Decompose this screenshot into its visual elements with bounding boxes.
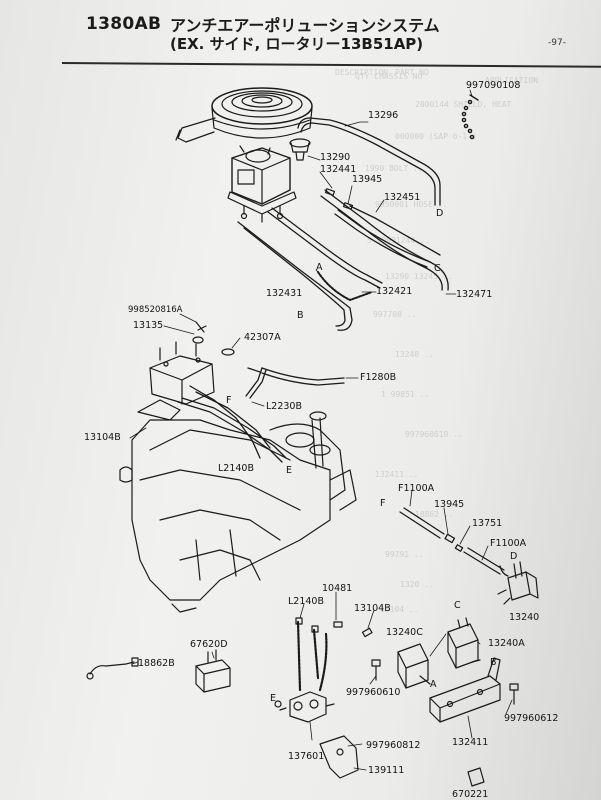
ghost-header-description: DESCRIPTION bbox=[335, 68, 388, 77]
part-label-13945-lower: 13945 bbox=[434, 499, 465, 510]
part-label-997960612: 997960612 bbox=[504, 713, 559, 724]
bracket-132411-drawing bbox=[429, 657, 501, 723]
letter-label-e: E bbox=[286, 465, 293, 476]
ghost-row: 000000 (SAP 6-1-) bbox=[395, 132, 477, 141]
part-label-997090108: 997090108 bbox=[466, 80, 521, 91]
letter-label-f: F bbox=[226, 395, 232, 406]
page-title: アンチエアーポリューションシステム bbox=[170, 16, 440, 35]
sensor-18862b-drawing bbox=[86, 657, 139, 680]
ghost-row: 997960610 .. bbox=[405, 430, 463, 439]
part-label-67620d: 67620D bbox=[190, 639, 228, 650]
letter-label-c: C bbox=[434, 263, 441, 274]
ghost-row: 13240 .. bbox=[395, 350, 434, 359]
ghost-row: 99791 .. bbox=[385, 550, 424, 559]
ghost-row: 1990 BOLT .. bbox=[365, 164, 423, 173]
part-label-13104b-upper: 13104B bbox=[84, 432, 121, 443]
part-label-132431: 132431 bbox=[266, 288, 303, 299]
hose-f1280b-drawing bbox=[247, 367, 345, 386]
part-label-l2140b-lower: L2140B bbox=[288, 596, 324, 607]
part-label-18862b: 18862B bbox=[138, 658, 175, 669]
bead-chain-drawing bbox=[461, 94, 479, 140]
part-label-998520816a: 998520816A bbox=[128, 305, 183, 315]
ghost-row: 13104 .. bbox=[380, 605, 419, 614]
part-label-13296: 13296 bbox=[368, 110, 399, 121]
part-label-13104b-lower: 13104B bbox=[354, 603, 391, 614]
part-label-13240: 13240 bbox=[509, 612, 540, 623]
part-label-13240a: 13240A bbox=[488, 638, 525, 649]
letter-label-a: A bbox=[316, 262, 323, 273]
hose-ends-drawing bbox=[295, 617, 373, 638]
part-label-132451: 132451 bbox=[384, 192, 421, 203]
engine-block-drawing bbox=[119, 341, 357, 613]
group-code: 1380AB bbox=[86, 14, 162, 34]
small-fasteners-drawing bbox=[192, 188, 354, 356]
ghost-header-qty: QTY CHASSIS NO bbox=[355, 72, 423, 81]
part-label-997960812: 997960812 bbox=[366, 740, 421, 751]
pipe-f1100a-drawing bbox=[399, 507, 509, 577]
page-number: -97- bbox=[548, 38, 566, 48]
pipe-132471-drawing bbox=[320, 189, 449, 291]
part-13290-drawing bbox=[289, 138, 311, 161]
part-label-139111: 139111 bbox=[368, 765, 405, 776]
ghost-row: 1 99851 .. bbox=[381, 390, 430, 399]
ghost-row: 2000144 SHIELD, HEAT bbox=[415, 100, 512, 109]
part-label-13945-upper: 13945 bbox=[352, 174, 383, 185]
solenoid-13240-drawing bbox=[497, 561, 539, 605]
bracket-139111-drawing bbox=[319, 735, 359, 779]
part-label-13240c: 13240C bbox=[386, 627, 423, 638]
valve-137601-drawing bbox=[274, 681, 335, 723]
letter-label-f-right: F bbox=[380, 498, 386, 509]
letter-label-b-right: B bbox=[490, 657, 497, 668]
ghost-row: 18862 .. bbox=[415, 510, 454, 519]
part-label-f1280b: F1280B bbox=[360, 372, 397, 383]
part-label-10481: 10481 bbox=[322, 583, 353, 594]
ghost-row: 1320 .. bbox=[400, 580, 434, 589]
part-label-670221: 670221 bbox=[452, 789, 489, 800]
bleed-through-parts-table: PART NO DESCRIPTION QTY CHASSIS NO APPLI… bbox=[335, 60, 601, 620]
part-label-137601: 137601 bbox=[288, 751, 325, 762]
ghost-row: 5 99931244 .. bbox=[367, 236, 430, 245]
part-label-f1100a-lower: F1100A bbox=[490, 538, 527, 549]
ghost-row: 132411 .. bbox=[375, 470, 419, 479]
part-label-132471: 132471 bbox=[456, 289, 493, 300]
clip-bottom-drawing bbox=[467, 767, 485, 787]
relay-67620d-drawing bbox=[195, 649, 231, 693]
page-subtitle: (EX. サイド, ロータリー13B51AP) bbox=[170, 35, 424, 53]
air-pump-drawing bbox=[227, 147, 297, 223]
ghost-row: 13290 13245 .. bbox=[385, 272, 453, 281]
bolt-997960610-drawing bbox=[371, 659, 381, 681]
ghost-header-part-no: PART NO bbox=[395, 68, 429, 77]
part-label-997960610: 997960610 bbox=[346, 687, 401, 698]
part-label-13135: 13135 bbox=[133, 320, 164, 331]
part-label-l2230b: L2230B bbox=[266, 401, 302, 412]
part-label-132421: 132421 bbox=[376, 286, 413, 297]
ghost-row: 9950001 HOSE .. bbox=[375, 200, 448, 209]
part-label-132411: 132411 bbox=[452, 737, 489, 748]
engine-pipes-drawing bbox=[177, 367, 287, 463]
part-label-13290: 13290 bbox=[320, 152, 351, 163]
part-label-13751: 13751 bbox=[472, 518, 503, 529]
part-label-132441: 132441 bbox=[320, 164, 357, 175]
ghost-header-application: APPLICATION bbox=[485, 76, 538, 85]
pipe-132431-drawing bbox=[237, 207, 383, 331]
letter-label-a-right: A bbox=[430, 679, 437, 690]
solenoid-13240c-drawing bbox=[397, 643, 431, 689]
hose-132421-drawing bbox=[317, 271, 373, 301]
part-label-42307a: 42307A bbox=[244, 332, 281, 343]
leader-lines bbox=[129, 89, 513, 771]
letter-label-e-lower: E bbox=[270, 693, 277, 704]
solenoid-13240a-drawing bbox=[447, 617, 481, 669]
letter-label-c-right: C bbox=[454, 600, 461, 611]
letter-label-d: D bbox=[436, 208, 444, 219]
part-label-f1100a-upper: F1100A bbox=[398, 483, 435, 494]
ghost-row: 997700 .. bbox=[373, 310, 417, 319]
bolt-997960612-drawing bbox=[509, 683, 519, 705]
letter-label-b: B bbox=[297, 310, 304, 321]
letter-label-d-right: D bbox=[510, 551, 518, 562]
hose-l2140b-drawing bbox=[296, 620, 328, 692]
part-label-l2140b-upper: L2140B bbox=[218, 463, 254, 474]
pipe-13296-drawing bbox=[297, 117, 441, 206]
